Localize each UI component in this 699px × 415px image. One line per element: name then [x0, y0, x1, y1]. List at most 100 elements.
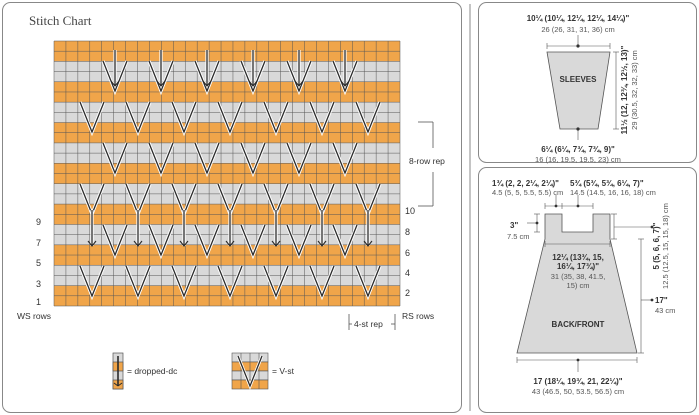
- bottom-dot: [576, 358, 580, 362]
- v-st-symbol: [78, 265, 106, 301]
- v-st-stroke: [286, 224, 312, 257]
- v-st-stroke: [194, 142, 220, 175]
- chart-row-band: [54, 112, 400, 123]
- v-st-stroke: [194, 224, 220, 257]
- dropped-dc-symbol: [156, 50, 166, 87]
- legend-dropped-dc-swatch: [112, 352, 124, 390]
- ws-rows-label: WS rows: [17, 311, 51, 321]
- v-st-symbol: [193, 142, 221, 178]
- dropped-dc-symbol: [248, 50, 258, 87]
- row-repeat-bracket: [418, 121, 434, 207]
- dropped-dc-symbol: [110, 50, 120, 87]
- chart-row-band: [54, 275, 400, 286]
- dropped-dc-head: [133, 240, 143, 247]
- dropped-dc-head: [110, 80, 120, 87]
- legend-v-st-swatch: [231, 352, 269, 391]
- v-st-symbol: [170, 101, 198, 137]
- row-number-6: 6: [405, 248, 410, 258]
- armhole-depth-cm: 12.5 (12.5, 15, 15, 18) cm: [661, 203, 670, 289]
- bust-width-in-line2: 16¼, 17¾)": [557, 262, 599, 271]
- dropped-dc-symbol: [363, 210, 373, 247]
- bust-width-in-line1: 12¼ (13¾, 15,: [552, 253, 604, 262]
- neck-width-in: 5¾ (5¾, 5¾, 6¼, 7)": [570, 179, 644, 188]
- v-st-stroke: [102, 60, 128, 93]
- dropped-dc-head: [340, 80, 350, 87]
- v-st-symbol: [147, 224, 175, 260]
- dropped-dc-symbol: [87, 210, 97, 247]
- v-st-stroke: [355, 265, 381, 298]
- v-st-stroke: [171, 101, 197, 134]
- sleeve-bottom-width-in: 6¼ (6¼, 7¾, 7¾, 9)": [541, 145, 615, 154]
- row-number-7: 7: [36, 238, 41, 248]
- v-st-stroke: [194, 60, 220, 93]
- legend-v-st-label: = V-st: [272, 366, 295, 376]
- chart-row-band: [54, 51, 400, 62]
- chart-row-band: [54, 91, 400, 103]
- back-front-panel: [478, 167, 697, 413]
- dropped-dc-head: [363, 240, 373, 247]
- stitch-chart-panel: [2, 2, 462, 413]
- v-st-symbol: [285, 60, 313, 96]
- v-st-symbol: [216, 265, 244, 301]
- v-st-symbol: [193, 60, 221, 96]
- dropped-dc-head: [225, 240, 235, 247]
- row-number-4: 4: [405, 268, 410, 278]
- v-st-symbol: [101, 224, 129, 260]
- back-front-label: BACK/FRONT: [552, 320, 605, 329]
- chart-row-band: [54, 234, 400, 245]
- v-st-symbol: [78, 101, 106, 137]
- v-st-symbol: [331, 142, 359, 178]
- chart-row-band: [54, 244, 400, 256]
- v-st-symbol: [262, 101, 290, 137]
- v-st-symbol: [239, 142, 267, 178]
- chart-row-band: [54, 163, 400, 174]
- dropped-dc-symbol: [294, 50, 304, 87]
- v-st-symbol: [216, 101, 244, 137]
- v-st-stroke: [148, 224, 174, 257]
- strap-width-in: 1¾ (2, 2, 2¼, 2¼)": [492, 179, 559, 188]
- chart-row-band: [54, 153, 400, 164]
- row-number-9: 9: [36, 217, 41, 227]
- row-number-5: 5: [36, 258, 41, 268]
- dropped-dc-head: [248, 80, 258, 87]
- v-st-stroke: [148, 142, 174, 175]
- row-number-2: 2: [405, 288, 410, 298]
- chart-row-band: [54, 61, 400, 72]
- dropped-dc-symbol: [340, 50, 350, 87]
- v-st-stroke: [332, 60, 358, 93]
- v-st-stroke: [102, 224, 128, 257]
- chart-row-band: [54, 41, 400, 52]
- chart-row-band: [54, 214, 400, 225]
- v-st-symbol: [285, 142, 313, 178]
- neck-depth-dot: [535, 221, 539, 225]
- dropped-dc-head: [179, 240, 189, 247]
- neck-width-cm: 14.5 (14.5, 16, 16, 18) cm: [570, 188, 656, 197]
- v-st-symbol: [308, 265, 336, 301]
- chart-row-band: [54, 132, 400, 143]
- chart-row-band: [54, 71, 400, 82]
- dropped-dc-head: [294, 80, 304, 87]
- chart-title: Stitch Chart: [29, 13, 92, 28]
- back-front-shape: [516, 213, 638, 354]
- dropped-dc-head: [202, 80, 212, 87]
- v-st-symbol: [308, 101, 336, 137]
- v-st-stroke: [217, 265, 243, 298]
- v-st-symbol: [124, 265, 152, 301]
- dropped-dc-head: [87, 240, 97, 247]
- rs-rows-label: RS rows: [402, 311, 434, 321]
- sleeve-length-cm: 29 (30.5, 32, 32, 33) cm: [630, 50, 639, 130]
- v-st-symbol: [124, 101, 152, 137]
- chart-row-band: [54, 142, 400, 154]
- v-st-stroke: [286, 60, 312, 93]
- chart-row-band: [54, 295, 400, 306]
- dropped-dc-symbol: [317, 210, 327, 247]
- v-st-stroke: [171, 265, 197, 298]
- v-st-stroke: [148, 60, 174, 93]
- chart-row-band: [54, 183, 400, 194]
- v-st-stroke: [79, 101, 105, 134]
- sleeve-shape: [546, 51, 611, 130]
- v-st-stroke: [332, 224, 358, 257]
- v-st-symbol: [101, 142, 129, 178]
- v-st-stroke: [263, 265, 289, 298]
